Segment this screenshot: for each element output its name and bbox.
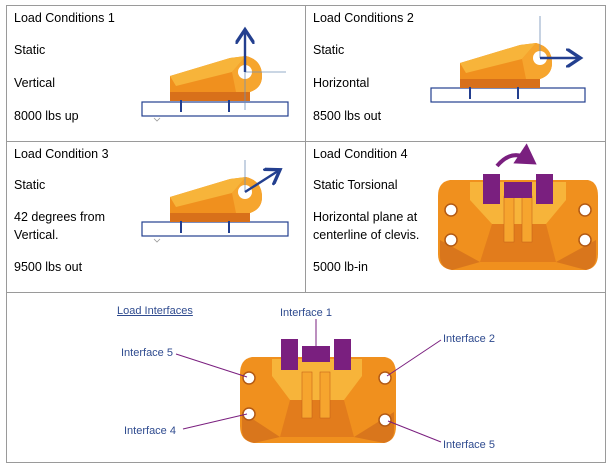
panel4-load: 5000 lb-in <box>313 260 368 274</box>
panel4-torsion-arrow <box>495 143 537 168</box>
panel4-direction-line1: Horizontal plane at <box>313 210 418 224</box>
row-divider-1 <box>6 141 606 142</box>
panel1-load: 8000 lbs up <box>14 109 79 123</box>
panel2-direction: Horizontal <box>313 76 370 90</box>
interface-5-right-label: Interface 5 <box>443 439 495 451</box>
row-divider-2 <box>6 292 606 293</box>
panel2-type: Static <box>313 43 345 57</box>
panel3-direction-line2: Vertical. <box>14 228 59 242</box>
load-interfaces-title: Load Interfaces <box>117 305 193 317</box>
panel3-load: 9500 lbs out <box>14 260 83 274</box>
panel3-load-arrow <box>244 171 278 194</box>
panel1-bracket <box>141 56 289 122</box>
panel3-type: Static <box>14 178 46 192</box>
interface-5-right-leader <box>387 420 442 443</box>
panel2-title: Load Conditions 2 <box>313 11 414 25</box>
panel4-direction-line2: centerline of clevis. <box>313 228 420 242</box>
interface-2-leader <box>386 339 442 377</box>
panel1-title: Load Conditions 1 <box>14 11 115 25</box>
panel4-type: Static Torsional <box>313 178 398 192</box>
interface-5-left-leader <box>175 353 248 378</box>
interfaces-part-top-view <box>240 357 396 443</box>
interfaces-clamp <box>281 339 351 370</box>
interface-4-label: Interface 4 <box>124 425 176 437</box>
panel1-direction: Vertical <box>14 76 55 90</box>
panel4-title: Load Condition 4 <box>313 147 408 161</box>
panel2-load: 8500 lbs out <box>313 109 382 123</box>
interface-4-leader <box>182 413 248 430</box>
panel2-bracket <box>430 16 586 103</box>
panel1-type: Static <box>14 43 46 57</box>
interface-1-label: Interface 1 <box>280 307 332 319</box>
column-divider <box>305 5 306 293</box>
interface-5-left-label: Interface 5 <box>121 347 173 359</box>
table-frame <box>6 5 606 463</box>
panel4-clamp <box>483 174 553 204</box>
panel3-bracket <box>141 160 289 243</box>
interface-2-label: Interface 2 <box>443 333 495 345</box>
panel3-title: Load Condition 3 <box>14 147 109 161</box>
panel3-direction-line1: 42 degrees from <box>14 210 106 224</box>
